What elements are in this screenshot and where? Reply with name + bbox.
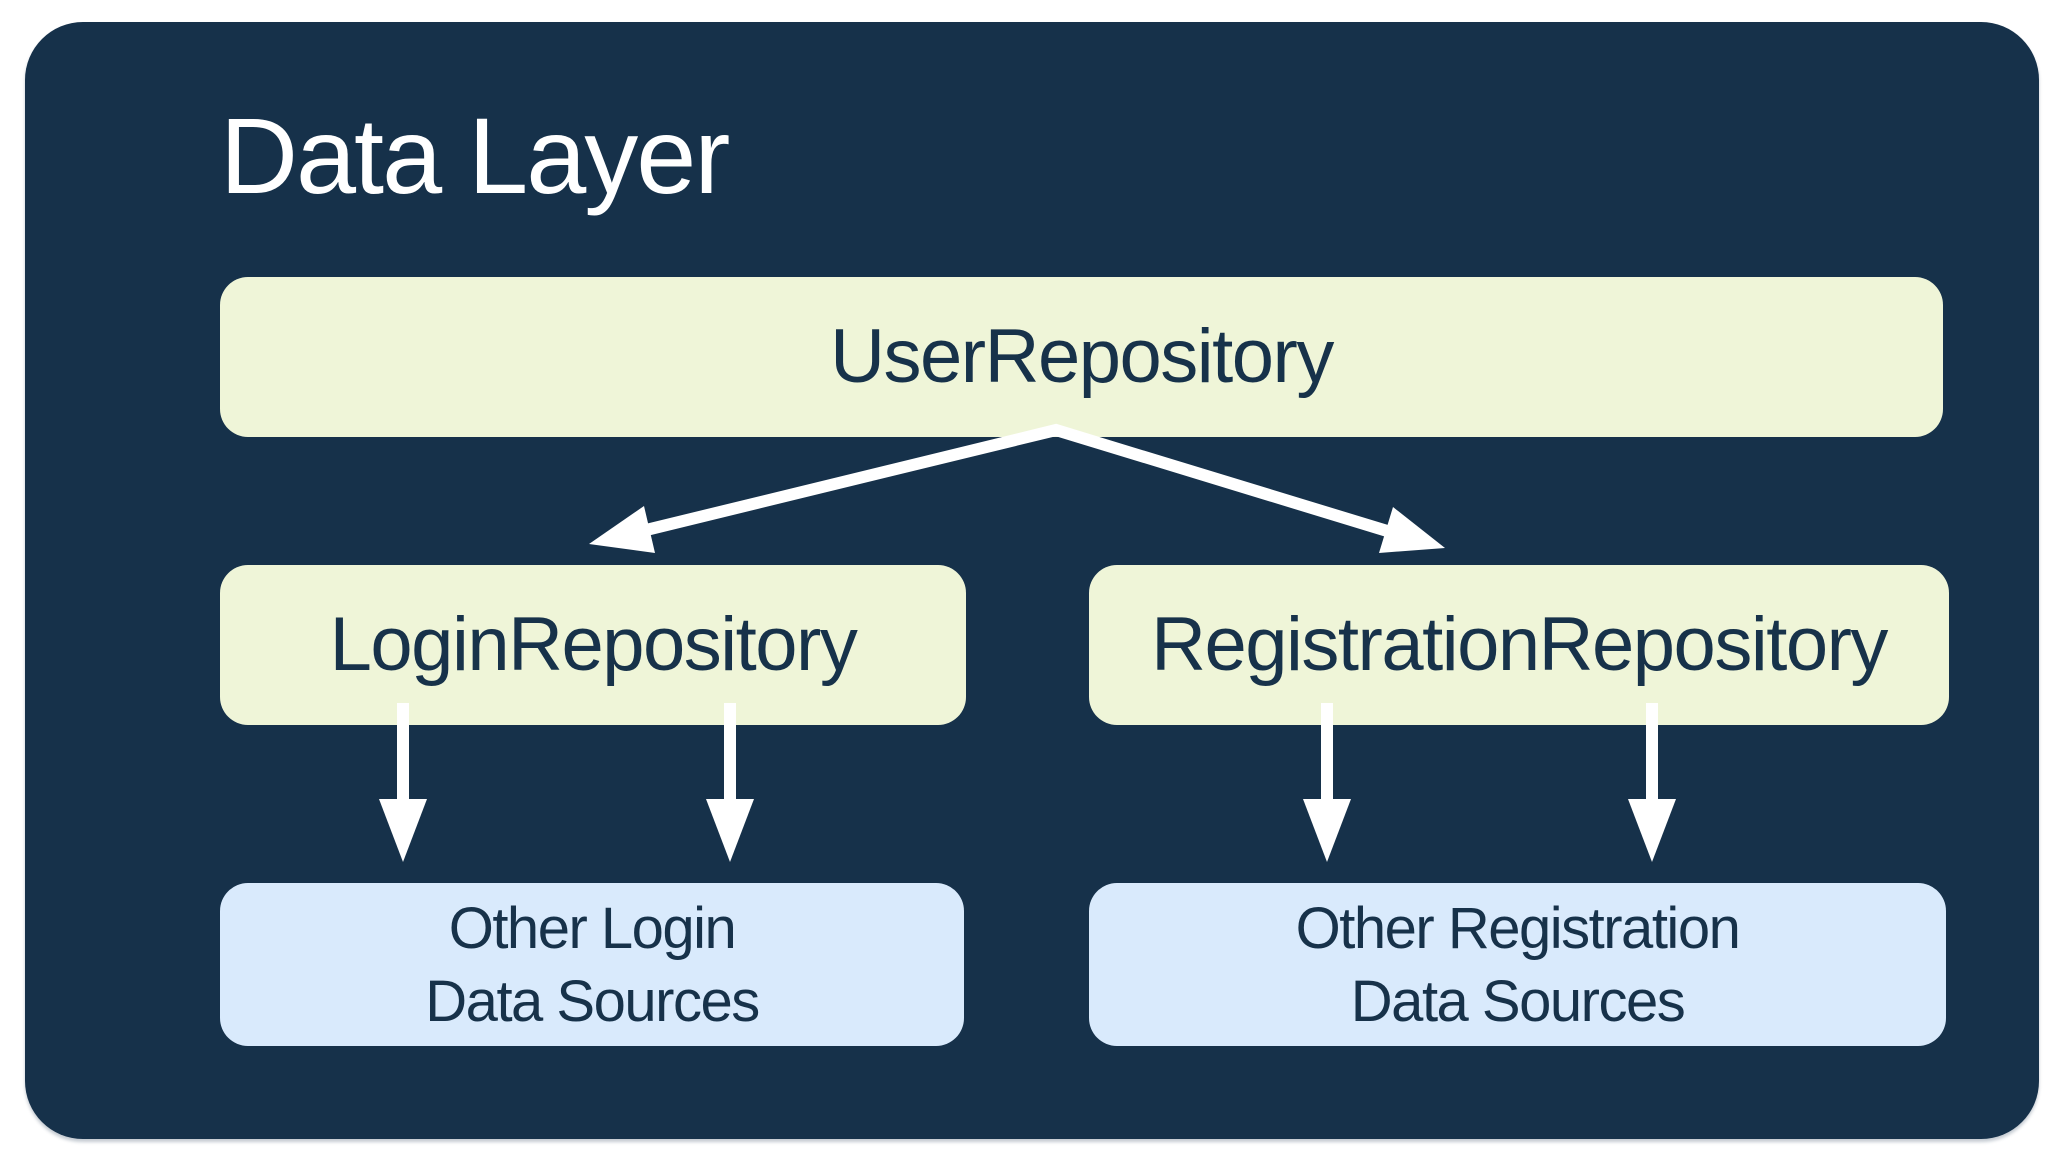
node-other-login-data-sources-label-line2: Data Sources bbox=[425, 968, 760, 1034]
node-registration-repository-label: RegistrationRepository bbox=[1151, 602, 1888, 687]
node-user-repository: UserRepository bbox=[220, 277, 1943, 437]
diagram-title: Data Layer bbox=[220, 95, 730, 216]
node-other-login-data-sources-label-line1: Other Login bbox=[448, 895, 737, 961]
node-other-registration-data-sources-label-line1: Other Registration bbox=[1295, 895, 1741, 961]
node-registration-repository: RegistrationRepository bbox=[1089, 565, 1949, 725]
node-login-repository: LoginRepository bbox=[220, 565, 966, 725]
node-login-repository-label: LoginRepository bbox=[329, 602, 858, 687]
node-other-login-data-sources: Other Login Data Sources bbox=[220, 883, 964, 1046]
node-other-registration-data-sources: Other Registration Data Sources bbox=[1089, 883, 1946, 1046]
node-user-repository-label: UserRepository bbox=[830, 314, 1334, 399]
node-other-registration-data-sources-label-line2: Data Sources bbox=[1350, 968, 1686, 1034]
data-layer-container: Data Layer UserRepository LoginRepositor… bbox=[25, 22, 2039, 1139]
